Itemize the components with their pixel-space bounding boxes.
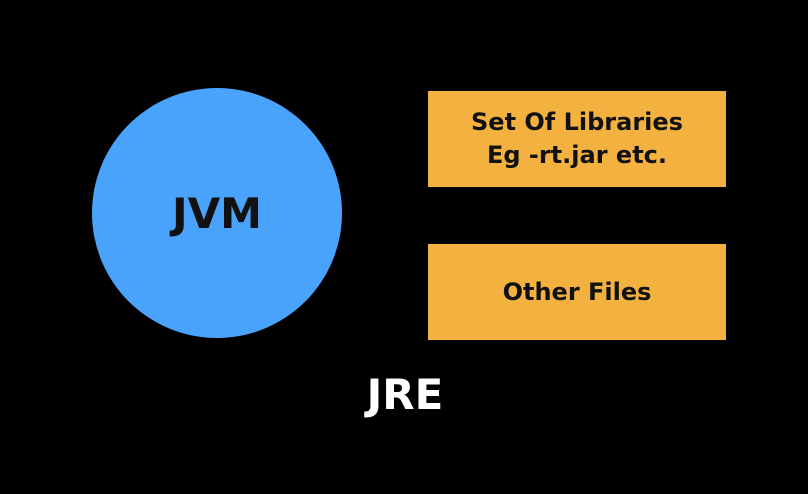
jvm-circle: JVM: [92, 88, 342, 338]
other-files-box-title: Other Files: [502, 277, 652, 306]
other-files-box: Other Files: [428, 244, 726, 340]
jre-label: JRE: [0, 370, 808, 419]
jvm-label: JVM: [172, 188, 262, 238]
jre-label-text: JRE: [366, 370, 444, 419]
libraries-box-title: Set Of Libraries: [471, 108, 683, 136]
libraries-box-example: Eg -rt.jar etc.: [486, 141, 668, 169]
libraries-box: Set Of Libraries Eg -rt.jar etc.: [428, 91, 726, 187]
